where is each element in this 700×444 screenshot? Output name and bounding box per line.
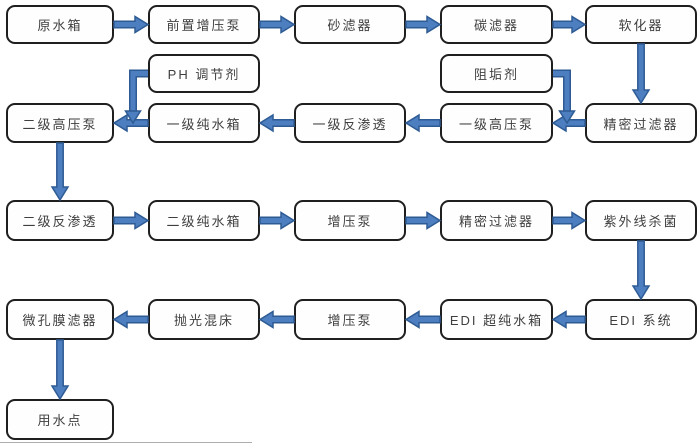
arrow-booster-pump-2-to-polishing-mixed-bed — [258, 310, 295, 329]
arrow-stage2-pure-water-tank-to-booster-pump-1 — [259, 211, 296, 230]
flow-box-softener: 软化器 — [585, 5, 697, 44]
flow-box-precision-filter-1: 精密过滤器 — [585, 103, 697, 143]
flow-box-label: 精密过滤器 — [603, 116, 679, 132]
flow-box-label: 原水箱 — [37, 18, 83, 33]
flow-box-label: 二级高压泵 — [22, 116, 98, 132]
flow-box-sand-filter: 砂滤器 — [294, 5, 406, 44]
flow-box-polishing-mixed-bed: 抛光混床 — [148, 299, 260, 340]
flow-box-label: 碳滤器 — [473, 18, 519, 33]
flow-box-precision-filter-2: 精密过滤器 — [440, 200, 553, 241]
flow-box-label: 软化器 — [618, 18, 664, 33]
flow-box-pre-booster-pump: 前置增压泵 — [148, 5, 260, 44]
arrow-stage2-ro-to-stage2-pure-water-tank — [113, 211, 150, 230]
flow-box-label: 增压泵 — [327, 313, 373, 328]
arrow-antiscalant-dosing-shaft — [553, 71, 570, 112]
flow-box-uv-sterilizer: 紫外线杀菌 — [585, 200, 697, 241]
arrow-ph-adjuster-dosing-outline — [129, 69, 148, 112]
arrow-pre-booster-pump-to-sand-filter — [259, 15, 296, 34]
flow-box-label: 一级反渗透 — [312, 116, 388, 132]
flow-box-booster-pump-1: 增压泵 — [294, 200, 406, 241]
flow-box-label: EDI 系统 — [609, 313, 673, 328]
flow-box-label: 微孔膜滤器 — [22, 313, 98, 328]
arrow-stage2-hp-pump-to-stage2-ro — [50, 142, 70, 202]
flow-box-label: 抛光混床 — [173, 313, 234, 328]
flow-box-edi-ultrapure-tank: EDI 超纯水箱 — [440, 299, 553, 340]
flow-box-label: 一级高压泵 — [458, 116, 534, 132]
arrow-softener-to-precision-filter-1 — [631, 43, 651, 105]
flow-box-label: 阻垢剂 — [473, 67, 519, 82]
flow-box-stage2-pure-water-tank: 二级纯水箱 — [148, 200, 260, 241]
flow-box-label: EDI 超纯水箱 — [449, 313, 544, 328]
arrow-edi-ultrapure-tank-to-booster-pump-2 — [404, 310, 441, 329]
arrow-carbon-filter-to-softener — [552, 15, 587, 34]
arrow-precision-filter-2-to-uv-sterilizer — [552, 211, 587, 230]
flow-box-carbon-filter: 碳滤器 — [440, 5, 553, 44]
flow-box-raw-water-tank: 原水箱 — [6, 5, 114, 44]
arrow-stage1-pure-water-tank-to-stage2-hp-pump — [112, 113, 149, 133]
arrow-sand-filter-to-carbon-filter — [405, 15, 442, 34]
flow-box-label: 紫外线杀菌 — [603, 214, 679, 229]
flow-box-label: 二级反渗透 — [22, 214, 98, 229]
arrow-precision-filter-1-to-stage1-hp-pump — [551, 113, 586, 133]
arrow-ph-adjuster-dosing-head — [124, 110, 142, 125]
arrow-antiscalant-dosing-outline — [553, 69, 571, 112]
flow-box-label: 二级纯水箱 — [166, 214, 242, 229]
flow-box-stage1-hp-pump: 一级高压泵 — [440, 103, 553, 143]
flow-box-stage1-pure-water-tank: 一级纯水箱 — [148, 103, 260, 143]
arrow-ph-adjuster-dosing-shaft — [130, 71, 148, 112]
flow-box-label: 增压泵 — [327, 214, 373, 229]
flow-box-stage1-ro: 一级反渗透 — [294, 103, 406, 143]
flow-box-label: 精密过滤器 — [458, 214, 534, 229]
scan-artifact-line — [0, 442, 252, 443]
flow-box-label: 用水点 — [37, 413, 83, 428]
arrow-stage1-ro-to-stage1-pure-water-tank — [258, 113, 295, 133]
flow-box-label: PH 调节剂 — [167, 67, 241, 82]
flow-box-water-use-point: 用水点 — [6, 399, 114, 440]
flow-box-antiscalant: 阻垢剂 — [440, 54, 553, 93]
arrow-uv-sterilizer-to-edi-system — [631, 240, 651, 301]
arrow-raw-water-tank-to-pre-booster-pump — [113, 15, 150, 34]
flow-box-stage2-hp-pump: 二级高压泵 — [6, 103, 114, 143]
arrow-antiscalant-dosing-head — [558, 110, 576, 125]
arrow-polishing-mixed-bed-to-micropore-membrane-filter — [112, 310, 149, 329]
flow-box-edi-system: EDI 系统 — [585, 299, 697, 340]
arrow-micropore-membrane-filter-to-water-use-point — [50, 339, 70, 401]
flow-box-label: 一级纯水箱 — [166, 116, 242, 132]
flow-box-label: 前置增压泵 — [166, 18, 242, 33]
arrow-edi-system-to-edi-ultrapure-tank — [551, 310, 586, 329]
flow-box-ph-adjuster: PH 调节剂 — [148, 54, 260, 93]
arrow-stage1-hp-pump-to-stage1-ro — [404, 113, 441, 133]
flow-box-booster-pump-2: 增压泵 — [294, 299, 406, 340]
flow-box-micropore-membrane-filter: 微孔膜滤器 — [6, 299, 114, 340]
flow-box-stage2-ro: 二级反渗透 — [6, 200, 114, 241]
flow-box-label: 砂滤器 — [327, 18, 373, 33]
arrow-booster-pump-1-to-precision-filter-2 — [405, 211, 442, 230]
